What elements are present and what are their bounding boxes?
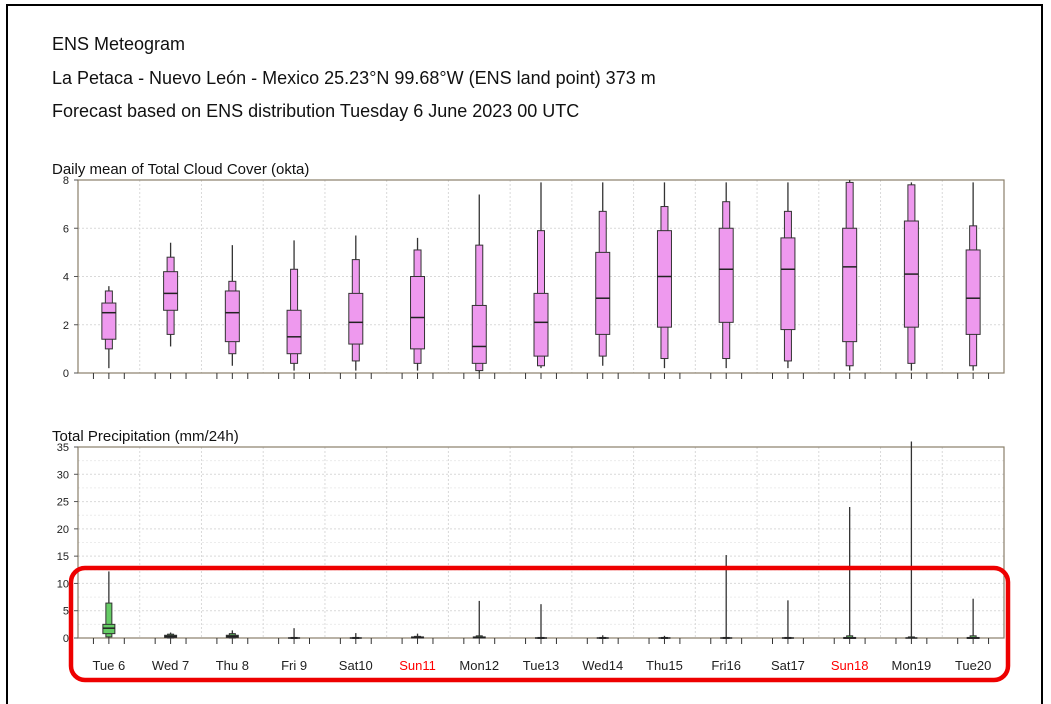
cloud-box-tue20 xyxy=(965,182,981,371)
x-tick-label: Wed14 xyxy=(582,658,623,673)
precip-box-sun18 xyxy=(843,507,857,639)
cloud-y-tick-label: 0 xyxy=(63,368,69,380)
cloud-y-tick-label: 6 xyxy=(63,223,69,235)
precip-inner-box xyxy=(102,623,116,635)
x-tick-label: Fri 9 xyxy=(281,658,307,673)
precip-y-tick-label: 25 xyxy=(57,497,69,509)
cloud-y-tick-label: 8 xyxy=(63,175,69,187)
precip-box-sat17 xyxy=(781,600,794,639)
precip-box-thu15 xyxy=(658,635,671,639)
x-tick-label: Wed 7 xyxy=(152,658,189,673)
cloud-inner-box xyxy=(595,251,611,335)
cloud-box-sat10 xyxy=(348,235,364,371)
cloud-box-mon19 xyxy=(903,182,919,371)
cloud-box-wed14 xyxy=(595,182,611,366)
cloud-inner-box xyxy=(656,230,672,328)
precip-box-sun11 xyxy=(411,633,425,639)
precip-box-mon19 xyxy=(905,441,918,639)
page-title: ENS Meteogram xyxy=(52,34,186,54)
precip-y-tick-label: 30 xyxy=(57,469,69,481)
precip-y-tick-label: 5 xyxy=(63,606,69,618)
precip-y-tick-label: 15 xyxy=(57,551,69,563)
cloud-chart-title: Daily mean of Total Cloud Cover (okta) xyxy=(52,161,309,178)
cloud-inner-box xyxy=(101,302,117,340)
cloud-box-thu15 xyxy=(656,182,672,369)
x-tick-label: Tue 6 xyxy=(92,658,125,673)
precip-box-thu8 xyxy=(225,630,239,639)
cloud-box-sun11 xyxy=(410,237,426,371)
cloud-inner-box xyxy=(224,290,240,343)
precip-y-tick-label: 35 xyxy=(57,442,69,454)
cloud-y-tick-label: 4 xyxy=(63,272,69,284)
cloud-box-wed7 xyxy=(163,242,179,347)
cloud-box-tue13 xyxy=(533,182,549,369)
precip-box-wed14 xyxy=(596,635,609,639)
cloud-box-sat17 xyxy=(780,182,796,369)
cloud-inner-box xyxy=(533,292,549,357)
meteogram-frame xyxy=(6,4,1043,704)
precip-box-tue6 xyxy=(102,571,116,638)
x-tick-label: Sun11 xyxy=(399,658,436,673)
cloud-inner-box xyxy=(965,249,981,335)
precip-box-sat10 xyxy=(349,633,362,639)
cloud-box-mon12 xyxy=(471,194,487,373)
x-tick-label: Fri16 xyxy=(711,658,741,673)
precip-box-tue20 xyxy=(966,598,980,639)
meteogram-charts: Daily mean of Total Cloud Cover (okta) 0 2… xyxy=(52,161,1011,683)
cloud-box-fri16 xyxy=(718,182,734,369)
location-line: La Petaca - Nuevo León - Mexico 25.23°N … xyxy=(52,68,656,88)
x-tick-label: Mon19 xyxy=(892,658,932,673)
cloud-inner-box xyxy=(718,227,734,323)
precip-y-tick-label: 20 xyxy=(57,524,69,536)
x-tick-label: Thu15 xyxy=(646,658,683,673)
forecast-line: Forecast based on ENS distribution Tuesd… xyxy=(52,101,580,121)
precip-y-tick-label: 0 xyxy=(63,633,69,645)
cloud-panel: Daily mean of Total Cloud Cover (okta) 0 2… xyxy=(52,161,1005,380)
cloud-inner-box xyxy=(163,271,179,311)
cloud-grid xyxy=(78,180,1004,373)
precip-box-mon12 xyxy=(472,600,486,639)
precip-panel: Total Precipitation (mm/24h) 0 5 10 15 20 25 30… xyxy=(52,428,1005,673)
precip-chart-title: Total Precipitation (mm/24h) xyxy=(52,428,239,445)
precip-y-tick-label: 10 xyxy=(57,578,69,590)
precip-box-fri9 xyxy=(288,628,301,639)
precip-box-wed7 xyxy=(164,632,178,639)
x-tick-label: Thu 8 xyxy=(216,658,249,673)
highlight-box xyxy=(68,565,1011,683)
cloud-inner-box xyxy=(842,227,858,343)
cloud-inner-box xyxy=(471,304,487,364)
cloud-inner-box xyxy=(286,309,302,355)
cloud-inner-box xyxy=(780,237,796,331)
x-tick-label: Sat17 xyxy=(771,658,805,673)
x-tick-label: Mon12 xyxy=(459,658,499,673)
precip-outer-box xyxy=(105,602,113,638)
cloud-box-thu8 xyxy=(224,245,240,366)
precip-box-tue13 xyxy=(535,604,547,639)
cloud-box-fri9 xyxy=(286,240,302,371)
x-tick-label: Tue20 xyxy=(955,658,991,673)
x-tick-label: Tue13 xyxy=(523,658,559,673)
cloud-box-tue6 xyxy=(101,286,117,369)
x-tick-label: Sat10 xyxy=(339,658,373,673)
x-tick-label: Sun18 xyxy=(831,658,869,673)
cloud-y-tick-label: 2 xyxy=(63,320,69,332)
cloud-box-sun18 xyxy=(842,180,858,371)
cloud-inner-box xyxy=(410,276,426,350)
cloud-inner-box xyxy=(348,292,364,345)
